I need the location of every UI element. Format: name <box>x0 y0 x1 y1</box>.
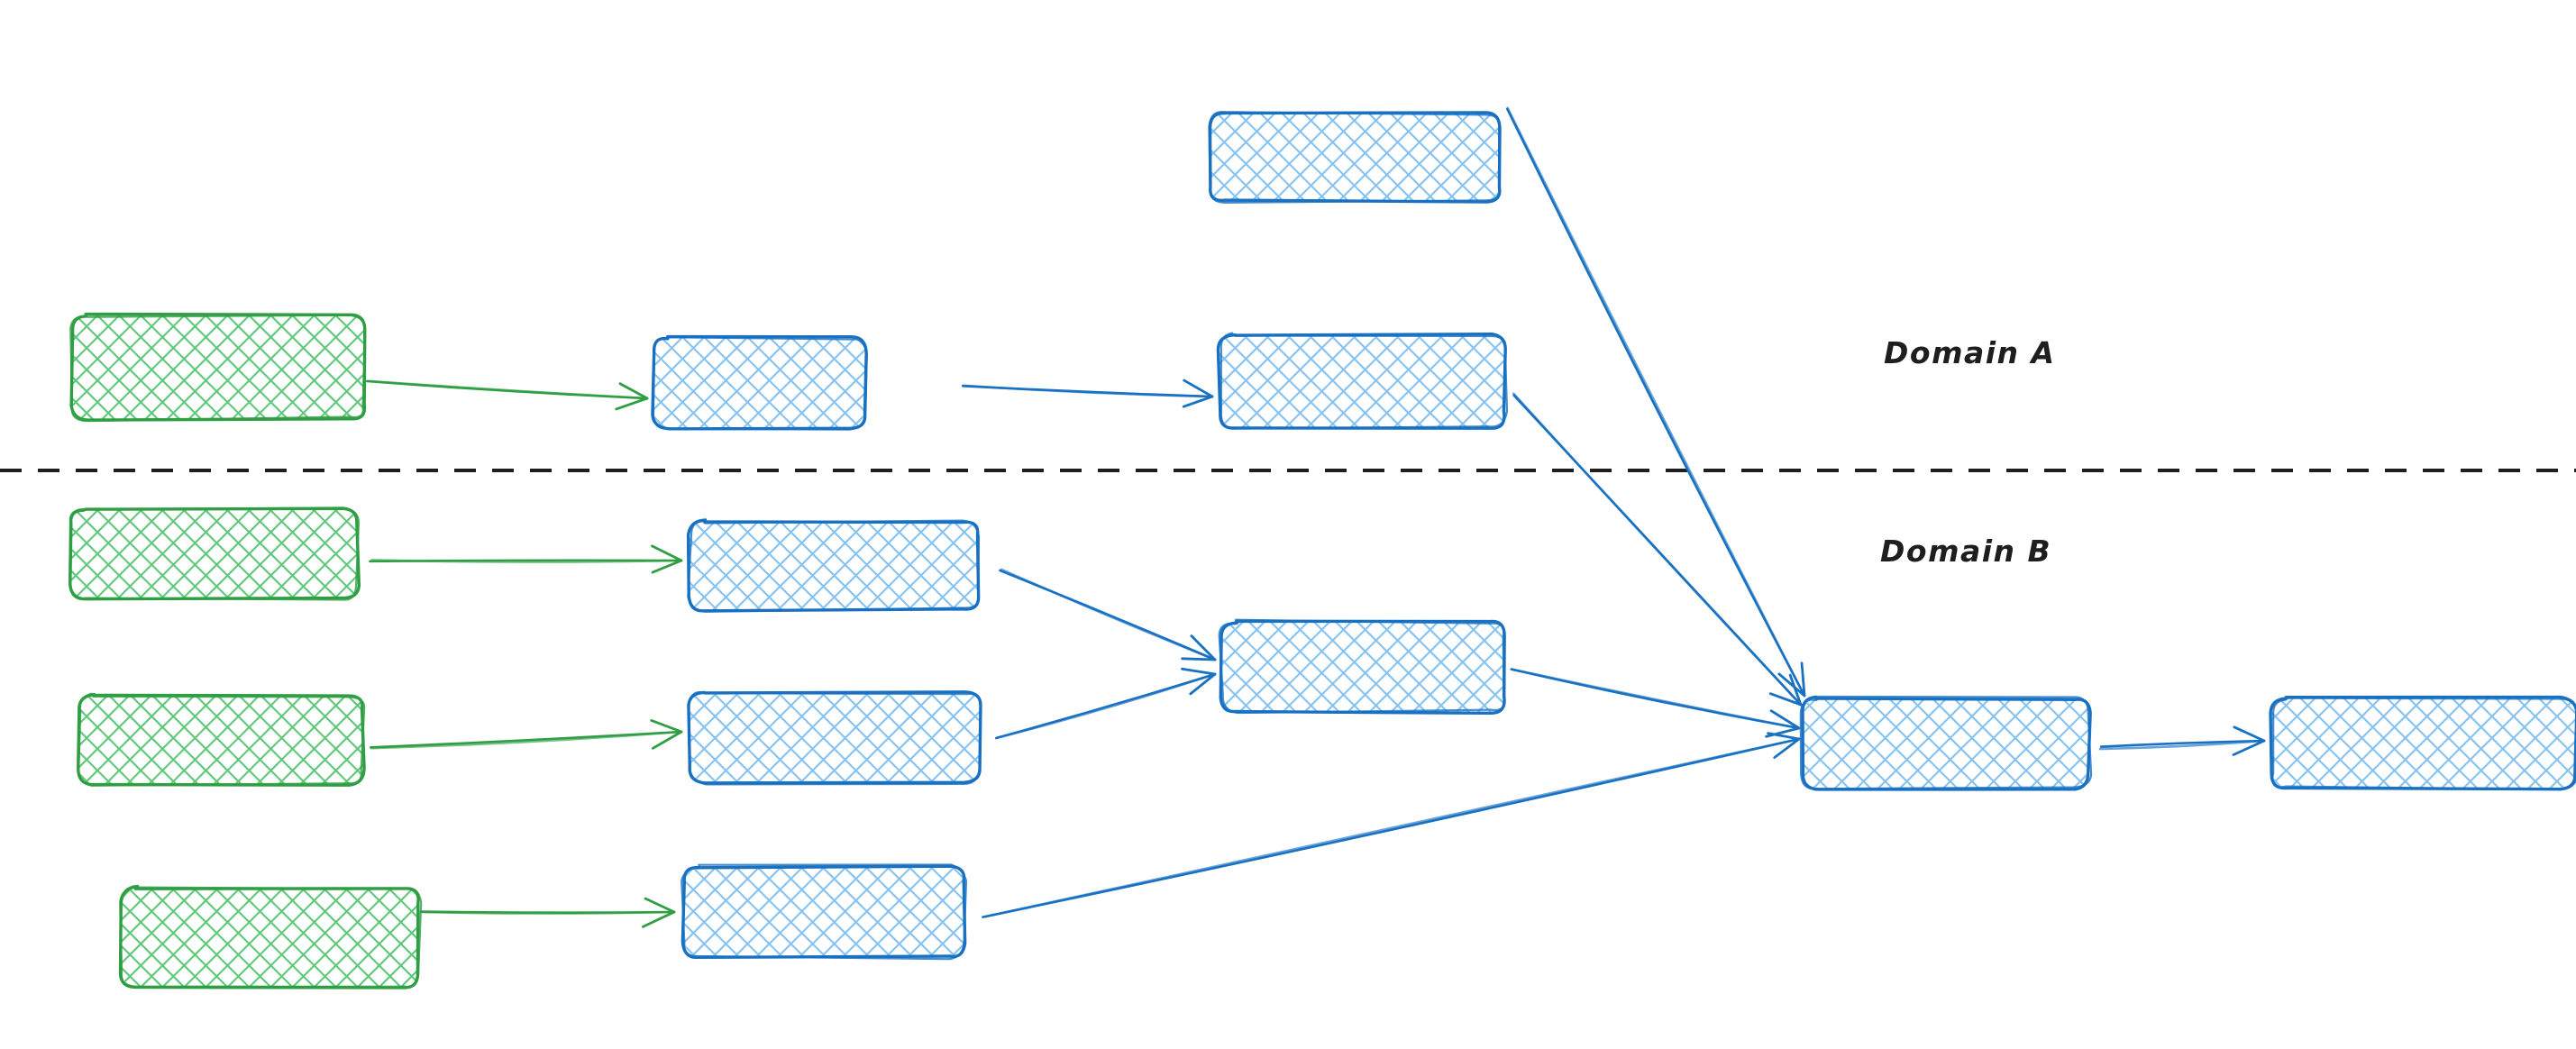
edge-arrowhead <box>644 897 676 914</box>
node-fill <box>122 888 419 987</box>
node-outline <box>69 314 367 423</box>
node-outline <box>78 692 366 787</box>
node-fill <box>72 315 365 419</box>
edge-arrowhead <box>1769 709 1801 730</box>
node-fill <box>2271 698 2576 789</box>
edge-arrowhead <box>641 910 676 928</box>
domain-a-source-node[interactable] <box>69 312 367 423</box>
edge-line <box>1506 106 1806 698</box>
domain-b-label: Domain B <box>1880 534 2052 569</box>
node-outline <box>1799 695 2093 790</box>
domain-b-merge-node[interactable] <box>1218 618 1506 716</box>
edge-arrowhead <box>651 559 683 574</box>
node-outline <box>1219 332 1509 430</box>
node-outline <box>688 690 982 786</box>
domain-b-process-node-3[interactable] <box>681 863 968 961</box>
node-fill <box>78 696 363 784</box>
node-fill <box>690 521 978 610</box>
edge-line <box>1000 568 1217 661</box>
edge-arrowhead <box>1788 673 1803 707</box>
edge-layer <box>365 106 2266 928</box>
domain-b-output-node[interactable] <box>2269 695 2576 791</box>
node-outline <box>687 518 981 613</box>
edge-line <box>983 737 1801 918</box>
node-outline <box>681 863 968 961</box>
edge-line <box>419 910 676 915</box>
node-outline <box>1208 110 1501 204</box>
domain-b-aggregate-node[interactable] <box>1799 695 2093 791</box>
edge-arrowhead <box>1181 667 1217 676</box>
edge-arrowhead <box>1190 634 1217 661</box>
node-fill <box>70 509 358 599</box>
edge-arrowhead <box>2232 739 2266 756</box>
node-layer <box>69 110 2576 990</box>
edge-b-proc1-to-merge[interactable] <box>999 568 1217 661</box>
edge-arrowhead <box>1768 692 1803 707</box>
edge-line <box>962 384 1214 398</box>
edge-arrowhead <box>1183 379 1214 398</box>
edge-a-proc1-to-proc2[interactable] <box>961 379 1214 408</box>
edge-arrowhead <box>2233 725 2266 743</box>
edge-arrowhead <box>650 719 683 734</box>
edge-b-src1-to-proc1[interactable] <box>369 544 683 574</box>
edge-arrowhead <box>1767 732 1801 741</box>
edge-arrowhead <box>651 544 683 562</box>
edge-a-src-to-proc[interactable] <box>365 379 649 411</box>
node-outline <box>119 886 423 988</box>
edge-b-proc2-to-merge[interactable] <box>994 667 1217 740</box>
edge-arrowhead <box>1181 657 1217 661</box>
edge-arrowhead <box>1189 672 1217 696</box>
domain-b-process-node-1[interactable] <box>686 518 981 613</box>
edge-arrowhead <box>1777 672 1806 698</box>
edge-arrowhead <box>1773 737 1801 759</box>
domain-a-label: Domain A <box>1884 335 2056 370</box>
domain-b-source-node-3[interactable] <box>118 884 423 990</box>
domain-a-top-node[interactable] <box>1208 110 1502 204</box>
domain-a-process-node-2[interactable] <box>1216 332 1509 430</box>
edge-line <box>2098 739 2266 751</box>
node-fill <box>653 338 865 428</box>
edge-b-target-to-final[interactable] <box>2098 725 2266 756</box>
node-fill <box>1803 698 2089 789</box>
edge-a-proc2-to-target[interactable] <box>1512 392 1803 707</box>
edge-line <box>366 379 649 400</box>
node-fill <box>1219 335 1505 427</box>
node-fill <box>683 867 964 957</box>
node-fill <box>690 692 980 782</box>
edge-line <box>994 672 1217 740</box>
domain-a-process-node-1[interactable] <box>651 334 868 431</box>
node-outline <box>69 506 361 601</box>
edge-line <box>1512 392 1803 707</box>
node-fill <box>1221 622 1505 712</box>
edge-arrowhead <box>618 382 649 400</box>
edge-a-top-to-target[interactable] <box>1506 106 1806 698</box>
edge-arrowhead <box>652 730 683 750</box>
node-outline <box>1218 618 1506 715</box>
edge-arrowhead <box>1800 661 1806 698</box>
edge-b-proc3-to-target[interactable] <box>982 732 1801 918</box>
domain-b-process-node-2[interactable] <box>687 690 982 786</box>
edge-line <box>1510 668 1801 730</box>
edge-arrowhead <box>615 397 649 411</box>
edge-line <box>370 559 683 563</box>
edge-arrowhead <box>1182 395 1214 408</box>
edge-line <box>370 730 683 750</box>
edge-b-src3-to-proc3[interactable] <box>419 897 676 928</box>
domain-b-source-node-2[interactable] <box>77 692 366 787</box>
node-outline <box>652 336 868 431</box>
node-outline <box>2271 697 2576 791</box>
domain-b-source-node-1[interactable] <box>69 506 361 601</box>
node-fill <box>1210 113 1501 201</box>
edge-b-merge-to-target[interactable] <box>1510 668 1801 738</box>
edge-b-src2-to-proc2[interactable] <box>369 719 683 750</box>
